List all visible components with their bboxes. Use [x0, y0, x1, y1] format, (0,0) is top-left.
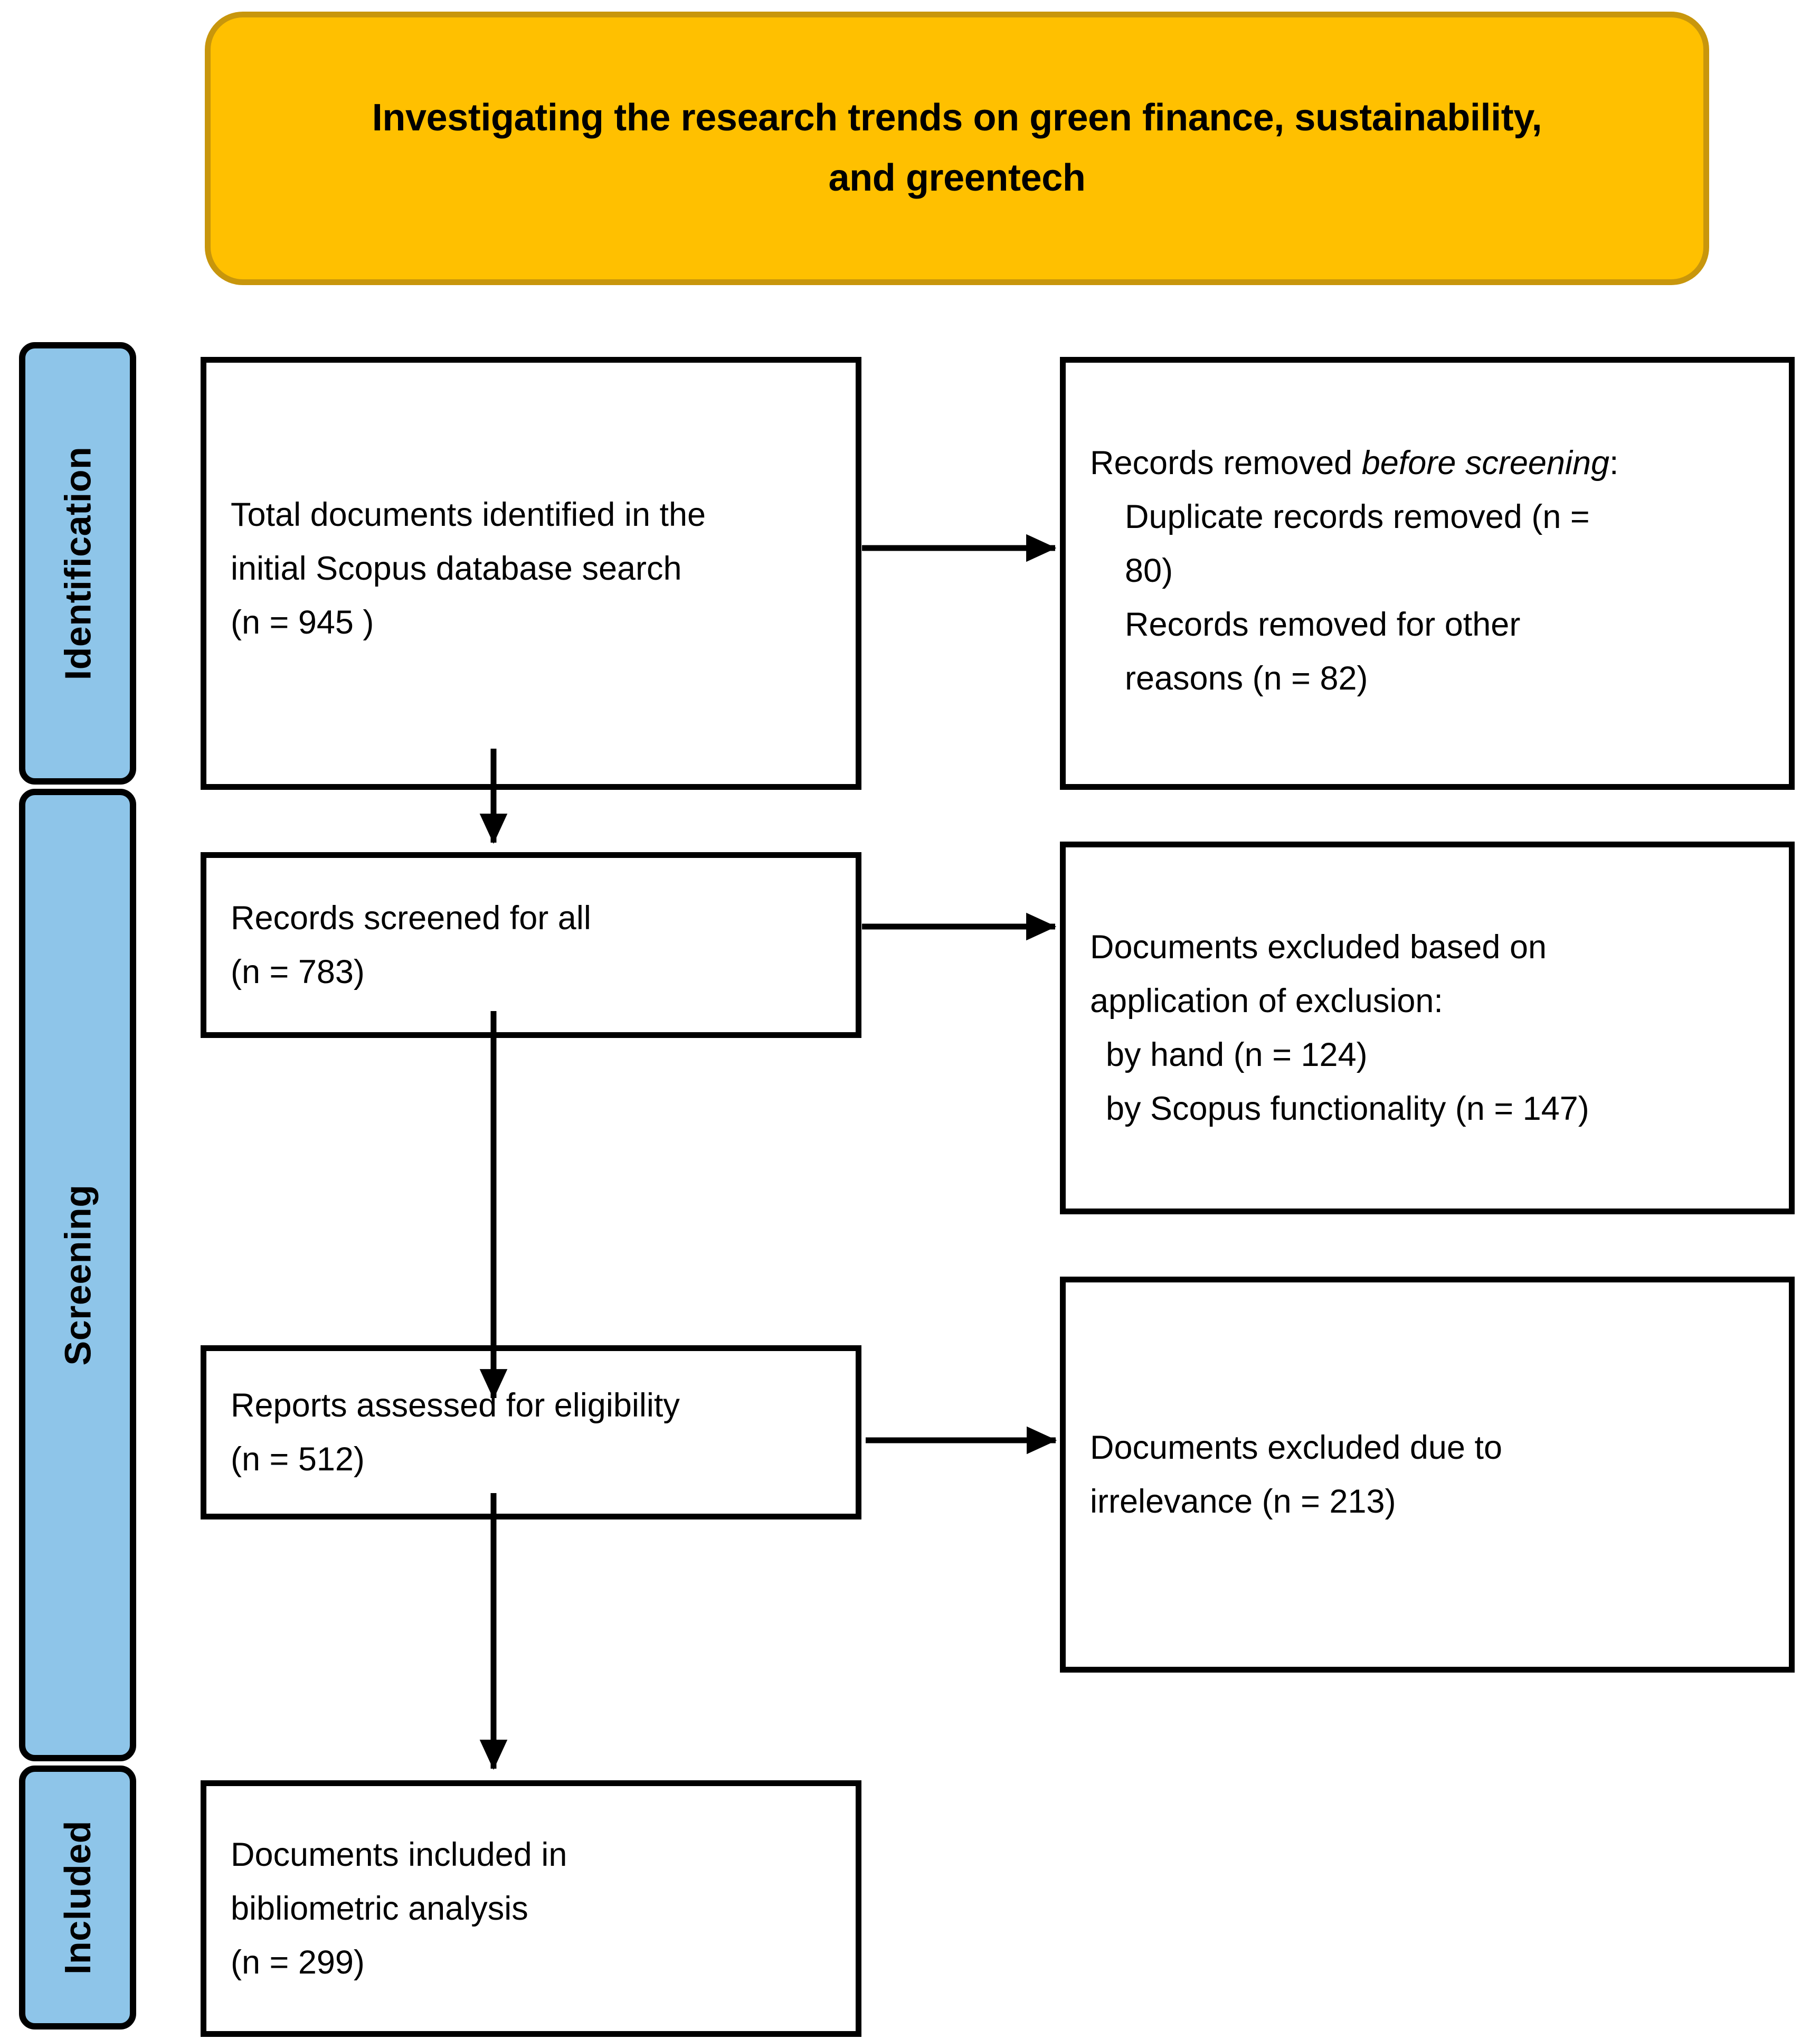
box-documents-excluded-irrelevance: Documents excluded due to irrelevance (n…	[1060, 1277, 1795, 1673]
removed-heading-italic: before screening	[1361, 444, 1610, 482]
removed-duplicates-line-1: Duplicate records removed (n =	[1125, 498, 1590, 535]
stage-label-included: Included	[57, 1820, 99, 1975]
included-count: (n = 299)	[231, 1944, 365, 1981]
identified-count: (n = 945 )	[231, 604, 374, 641]
included-line-2: bibliometric analysis	[231, 1890, 528, 1927]
box-total-documents-identified: Total documents identified in the initia…	[201, 357, 861, 790]
removed-heading-suffix: :	[1609, 444, 1619, 482]
box-documents-included-bibliometric: Documents included in bibliometric analy…	[201, 1780, 861, 2037]
stage-tab-identification: Identification	[19, 342, 136, 785]
diagram-title-banner: Investigating the research trends on gre…	[205, 12, 1709, 285]
diagram-title-text: Investigating the research trends on gre…	[372, 97, 1542, 199]
box-records-screened: Records screened for all (n = 783)	[201, 852, 861, 1038]
stage-tab-included: Included	[19, 1766, 136, 2029]
stage-tab-screening: Screening	[19, 789, 136, 1761]
screened-count: (n = 783)	[231, 954, 365, 990]
stage-label-identification: Identification	[57, 446, 98, 681]
excluded-app-line-2: application of exclusion:	[1090, 982, 1443, 1020]
excluded-app-line-1: Documents excluded based on	[1090, 928, 1547, 966]
eligibility-count: (n = 512)	[231, 1441, 365, 1478]
excluded-irrelevance-line-2: irrelevance (n = 213)	[1090, 1483, 1396, 1520]
identified-line-1: Total documents identified in the	[231, 496, 706, 533]
box-records-removed-before-screening: Records removed before screening: Duplic…	[1060, 357, 1795, 790]
eligibility-line-1: Reports assessed for eligibility	[231, 1386, 680, 1424]
screened-line-1: Records screened for all	[231, 899, 591, 937]
identified-line-2: initial Scopus database search	[231, 550, 682, 587]
included-line-1: Documents included in	[231, 1836, 567, 1873]
excluded-app-by-hand: by hand (n = 124)	[1106, 1036, 1368, 1073]
stage-label-screening: Screening	[57, 1184, 99, 1366]
removed-duplicates-line-2: 80)	[1125, 552, 1173, 589]
removed-heading: Records removed before screening:	[1090, 436, 1765, 490]
box-reports-assessed-for-eligibility: Reports assessed for eligibility (n = 51…	[201, 1345, 861, 1519]
removed-other-line-2: reasons (n = 82)	[1125, 660, 1368, 697]
removed-heading-prefix: Records removed	[1090, 444, 1362, 482]
excluded-app-by-scopus: by Scopus functionality (n = 147)	[1106, 1090, 1589, 1128]
removed-other-line-1: Records removed for other	[1125, 606, 1521, 644]
excluded-irrelevance-line-1: Documents excluded due to	[1090, 1429, 1502, 1466]
box-documents-excluded-by-application: Documents excluded based on application …	[1060, 842, 1795, 1214]
